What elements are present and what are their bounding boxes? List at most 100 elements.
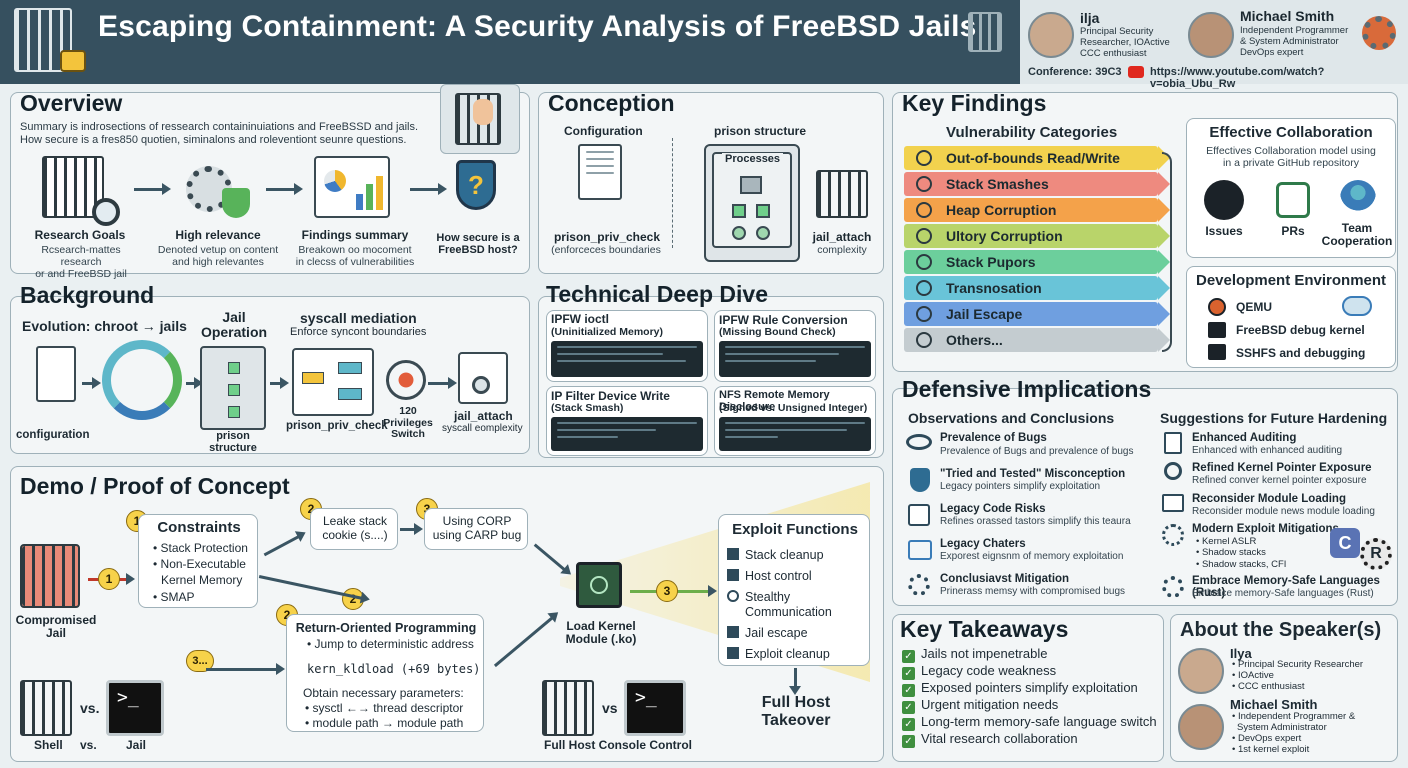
console-jail-icon [542, 680, 594, 736]
config-file-icon [36, 346, 76, 402]
deep-dive-card-ipfw-ioctl[interactable]: IPFW ioctl (Uninitialized Memory) [546, 310, 708, 382]
code-snippet [551, 341, 703, 377]
terminal-icon [1208, 344, 1226, 360]
takeaway-item: ✓Vital research collaboration [902, 731, 1157, 748]
prison-structure-icon [200, 346, 266, 430]
category-icon [916, 254, 932, 270]
deep-dive-card-ip-filter[interactable]: IP Filter Device Write (Stack Smash) [546, 386, 708, 456]
overview-title: Overview [20, 90, 123, 116]
category-icon [916, 202, 932, 218]
about-s1-desc: • Principal Security Researcher• IOActiv… [1232, 659, 1364, 692]
vuln-category-stack-smashes: Stack Smashes [904, 172, 1170, 196]
magnifier-icon [92, 198, 120, 226]
network-icon [1162, 524, 1184, 546]
jail-attach-sub: complexity [817, 244, 867, 256]
obs-text: Prinerass memsy with compromised bugs [940, 586, 1126, 597]
avatar-michael [1188, 12, 1234, 58]
conception-title: Conception [548, 90, 675, 116]
takeaways-panel [892, 614, 1164, 762]
configuration-label: configuration [16, 429, 90, 441]
priv-check-label: prison_priv_check [286, 420, 388, 432]
prison-priv-check-sub: (enforceces boundaries [551, 244, 661, 256]
obs-text: Exporest eignsnm of memory exploitation [940, 551, 1124, 562]
issues-label: Issues [1205, 224, 1243, 238]
about-s2-name: Michael Smith [1230, 697, 1318, 712]
page-title: Escaping Containment: A Security Analysi… [98, 10, 977, 43]
syscall-label: syscall mediation [300, 310, 417, 326]
code-snippet [719, 417, 871, 451]
vuln-category-pupors: Stack Pupors [904, 250, 1170, 274]
vs-label: vs. [80, 700, 100, 716]
dev-env-sshfs: SSHFS and debugging [1236, 346, 1366, 360]
video-link[interactable]: https://www.youtube.com/watch?v=obia_Ubu… [1150, 66, 1325, 90]
step-number: 3... [186, 650, 214, 672]
avatar-ilya [1178, 648, 1224, 694]
about-s2-desc: • Independent Programmer &System Adminis… [1232, 711, 1356, 755]
syscall-mediation-icon [292, 348, 374, 416]
cpp-logo-icon: C [1330, 528, 1360, 558]
prison-priv-check-label: prison_priv_check [553, 230, 661, 244]
full-host-console-label: Full Host Console Control [544, 738, 692, 752]
eye-icon [906, 434, 932, 450]
chip-icon [576, 562, 622, 608]
team-icon [1340, 180, 1376, 216]
takeaways-title: Key Takeaways [900, 616, 1069, 642]
obs-text: Prevalence of Bugs and prevalence of bug… [940, 446, 1134, 457]
step-number: 1 [98, 568, 120, 590]
avatar-ilja [1028, 12, 1074, 58]
exploit-functions-list: Stack cleanup Host control Stealthy Comm… [727, 545, 832, 665]
code-window-icon [908, 504, 930, 526]
deep-dive-card-nfs[interactable]: NFS Remote Memory Disclosure (Signed vs.… [714, 386, 876, 456]
category-icon [916, 176, 932, 192]
exploit-functions-title: Exploit Functions [732, 521, 858, 538]
deep-dive-card-ipfw-rule[interactable]: IPFW Rule Conversion (Missing Bound Chec… [714, 310, 876, 382]
document-icon [1164, 432, 1182, 454]
obs-heading: Prevalence of Bugs [940, 432, 1047, 444]
takeaway-item: ✓Urgent mitigation needs [902, 697, 1157, 714]
vuln-category-others: Others... [904, 328, 1170, 352]
jail-label: Jail [126, 738, 147, 752]
checkbox-icon: ✓ [902, 735, 915, 748]
suggestion-text: Embrace memory-Safe languages (Rust) [1192, 588, 1374, 599]
gear-icon [908, 574, 930, 596]
defensive-panel [892, 388, 1398, 606]
checkbox-icon: ✓ [902, 701, 915, 714]
deep-dive-title: Technical Deep Dive [546, 281, 768, 307]
observations-title: Observations and Conclusions [908, 410, 1115, 426]
terminal-icon: >_ [106, 680, 164, 736]
obs-heading: Conclusiavst Mitigation [940, 573, 1070, 585]
vuln-category-ultory: Ultory Corruption [904, 224, 1170, 248]
category-icon [916, 332, 932, 348]
hierarchy-icon [908, 540, 932, 560]
arrow [186, 377, 203, 389]
configuration-label: Configuration [564, 124, 643, 138]
suggestion-heading: Refined Kernel Pointer Exposure [1192, 462, 1372, 474]
background-title: Background [20, 282, 155, 308]
youtube-icon [1128, 66, 1144, 78]
takeaway-item: ✓Exposed pointers simplify exploitation [902, 680, 1157, 697]
exploit-functions-card: Exploit Functions Stack cleanup Host con… [718, 514, 870, 666]
suggestion-heading: Embrace Memory-Safe Languages (Rust) [1192, 575, 1380, 599]
processes-label: Processes [722, 153, 784, 165]
padlock-icon [60, 50, 86, 72]
evolution-label: Evolution: chroot → jails [22, 318, 187, 334]
vs-label: vs. [80, 738, 97, 752]
code-snippet [719, 341, 871, 377]
mitigation-list: • Kernel ASLR • Shadow stacks • Shadow s… [1196, 536, 1287, 570]
rop-title: Return-Oriented Programming [295, 621, 477, 635]
checkbox-icon: ✓ [902, 650, 915, 663]
module-window-icon [1162, 494, 1184, 512]
divider [672, 138, 673, 248]
prison-structure-label: prison structure [714, 124, 807, 138]
gear-icon [1362, 16, 1396, 50]
rust-logo-icon: R [1360, 538, 1392, 570]
speaker2-name: Michael Smith [1240, 8, 1335, 24]
